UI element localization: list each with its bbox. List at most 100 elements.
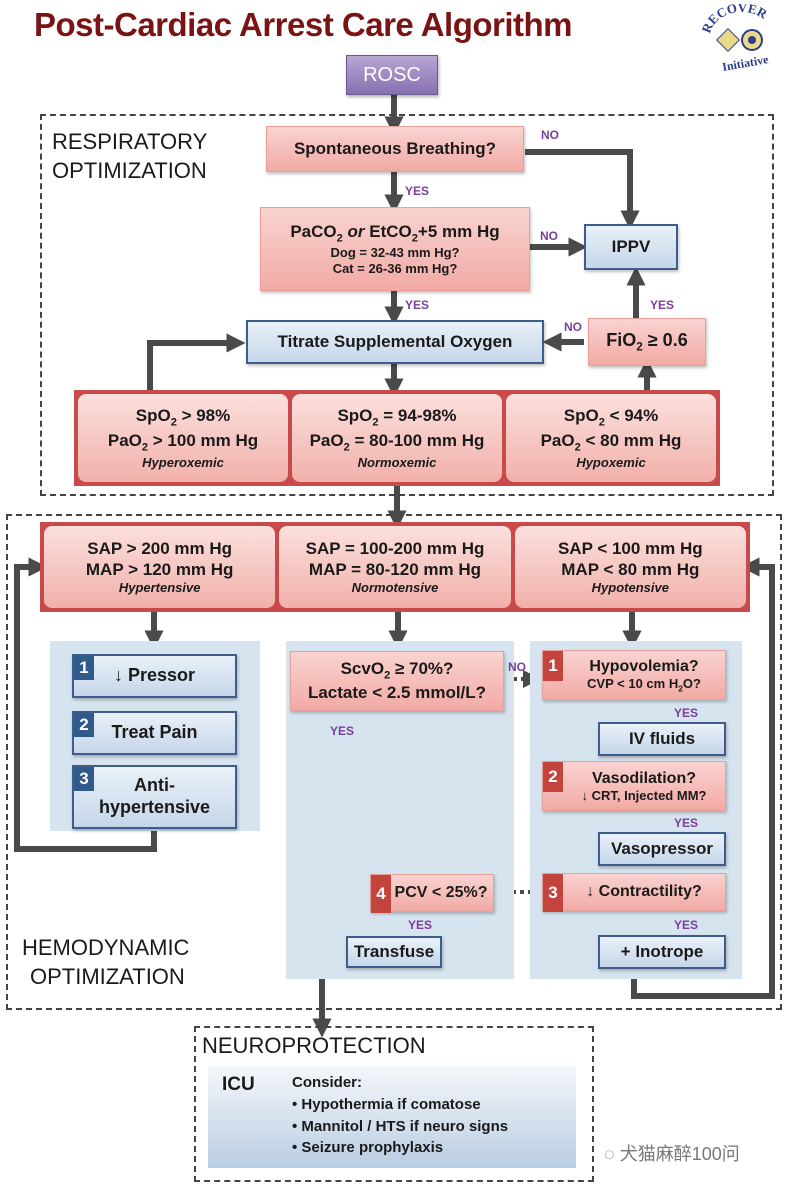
iv-fluids-node: IV fluids: [598, 722, 726, 756]
state-label: Normotensive: [351, 580, 439, 596]
paco2-cat: Cat = 26-36 mm Hg?: [332, 260, 458, 276]
step-number: 3: [543, 874, 563, 912]
label-yes: YES: [405, 298, 430, 312]
hypovolemia-node: 1 Hypovolemia? CVP < 10 cm H2O?: [542, 650, 726, 700]
transfuse-text: Transfuse: [353, 941, 435, 961]
neuroprotection-section: [194, 1026, 594, 1182]
bp-line2: MAP < 80 mm Hg: [561, 559, 700, 579]
arrow-spontaneous-no: [525, 149, 640, 230]
consider-item-text: Mannitol / HTS if neuro signs: [301, 1117, 509, 1135]
consider-item-text: Hypothermia if comatose: [301, 1095, 481, 1113]
bp-line1: SAP > 200 mm Hg: [87, 538, 233, 558]
scvo2-node: ScvO2 ≥ 70%? Lactate < 2.5 mmol/L?: [290, 651, 504, 711]
scvo2-line1: ScvO2 ≥ 70%?: [340, 658, 454, 682]
logo-top-text: RECOVER: [698, 0, 770, 35]
paco2-dog: Dog = 32-43 mm Hg?: [330, 245, 460, 261]
consider-heading: Consider:: [292, 1074, 363, 1091]
arrow-inotrope-loop: [631, 557, 775, 999]
transfuse-node: Transfuse: [346, 936, 442, 968]
label-no: NO: [508, 660, 526, 674]
recover-logo-icon: RECOVER Initiative: [698, 0, 780, 74]
step-number: 3: [74, 767, 94, 791]
consider-item: • Hypothermia if comatose: [292, 1095, 481, 1113]
rosc-node: ROSC: [346, 55, 438, 95]
state-label: Hypertensive: [118, 580, 201, 596]
inotrope-node: + Inotrope: [598, 935, 726, 969]
page-title: Post-Cardiac Arrest Care Algorithm: [34, 6, 573, 43]
step-number: 1: [543, 651, 563, 681]
bp-state-normotensive: SAP = 100-200 mm Hg MAP = 80-120 mm Hg N…: [279, 526, 511, 608]
bp-line2: MAP = 80-120 mm Hg: [308, 559, 482, 579]
vasodilation-node: 2 Vasodilation? ↓ CRT, Injected MM?: [542, 761, 726, 811]
hemodynamic-section-label: HEMODYNAMIC OPTIMIZATION: [22, 934, 189, 991]
bp-state-band: SAP > 200 mm Hg MAP > 120 mm Hg Hyperten…: [40, 522, 750, 612]
arrow-hyperoxemic-loop: [147, 333, 246, 392]
oxygen-state-band: SpO2 > 98% PaO2 > 100 mm Hg Hyperoxemic …: [74, 390, 720, 486]
state-label: Normoxemic: [357, 455, 437, 471]
consider-item: • Mannitol / HTS if neuro signs: [292, 1117, 509, 1135]
label-no: NO: [541, 128, 559, 142]
paco2-node: PaCO2 or EtCO2+5 mm Hg Dog = 32-43 mm Hg…: [260, 207, 530, 291]
bp-line1: SAP = 100-200 mm Hg: [305, 538, 485, 558]
titrate-oxygen-text: Titrate Supplemental Oxygen: [277, 331, 513, 351]
step-text: Anti-hypertensive: [98, 775, 211, 817]
step-number: 4: [371, 875, 391, 913]
label-yes: YES: [674, 918, 699, 932]
label-yes: YES: [405, 184, 430, 198]
vasodilation-line2: ↓ CRT, Injected MM?: [581, 787, 707, 803]
step-number: 1: [74, 656, 94, 680]
icu-label: ICU: [222, 1074, 255, 1095]
state-label: Hypoxemic: [576, 455, 646, 471]
hypovolemia-line2: CVP < 10 cm H2O?: [587, 675, 701, 694]
consider-item: • Seizure prophylaxis: [292, 1139, 444, 1157]
label-no: NO: [564, 320, 582, 334]
bp-state-hypotensive: SAP < 100 mm Hg MAP < 80 mm Hg Hypotensi…: [514, 526, 746, 608]
respiratory-label-line2: OPTIMIZATION: [52, 157, 207, 183]
pcv-text: PCV < 25%?: [394, 884, 488, 902]
vasopressor-node: Vasopressor: [598, 832, 726, 866]
oxygen-state-normoxemic: SpO2 = 94-98% PaO2 = 80-100 mm Hg Normox…: [292, 394, 502, 482]
oxygen-state-hyperoxemic: SpO2 > 98% PaO2 > 100 mm Hg Hyperoxemic: [78, 394, 288, 482]
hypertensive-step-3: 3 Anti-hypertensive: [72, 765, 237, 829]
vasodilation-line1: Vasodilation?: [591, 769, 696, 787]
step-number: 2: [543, 762, 563, 792]
hemodynamic-label-line2: OPTIMIZATION: [30, 963, 185, 989]
consider-list: Consider: • Hypothermia if comatose • Ma…: [292, 1072, 508, 1159]
hypertensive-step-1: 1 ↓ Pressor: [72, 654, 237, 698]
bp-line2: MAP > 120 mm Hg: [85, 559, 234, 579]
scvo2-line2: Lactate < 2.5 mmol/L?: [307, 682, 487, 702]
iv-fluids-text: IV fluids: [628, 728, 696, 748]
rosc-label: ROSC: [363, 64, 421, 86]
ippv-node: IPPV: [584, 224, 678, 270]
hemodynamic-section: [6, 514, 782, 1010]
paco2-line1: PaCO2 or EtCO2+5 mm Hg: [290, 221, 500, 244]
step-number: 2: [74, 713, 94, 737]
respiratory-section: [40, 114, 774, 496]
label-yes: YES: [330, 724, 355, 738]
svg-text:RECOVER: RECOVER: [700, 4, 770, 35]
watermark-text: 犬猫麻醉100问: [619, 1144, 740, 1164]
hypertensive-step-2: 2 Treat Pain: [72, 711, 237, 755]
step-text: ↓ Pressor: [113, 665, 196, 686]
label-no: NO: [540, 229, 558, 243]
label-yes: YES: [674, 706, 699, 720]
icu-panel: ICU Consider: • Hypothermia if comatose …: [208, 1066, 576, 1168]
spontaneous-breathing-text: Spontaneous Breathing?: [293, 138, 497, 158]
arrow-hypertensive-loop: [14, 557, 157, 852]
titrate-oxygen-node: Titrate Supplemental Oxygen: [246, 320, 544, 364]
bp-line1: SAP < 100 mm Hg: [557, 538, 703, 558]
consider-item-text: Seizure prophylaxis: [301, 1139, 444, 1157]
label-yes: YES: [650, 298, 675, 312]
hemodynamic-label-line1: HEMODYNAMIC: [22, 935, 190, 960]
state-label: Hypotensive: [591, 580, 669, 596]
fio2-node: FiO2 ≥ 0.6: [588, 318, 706, 366]
label-yes: YES: [408, 918, 433, 932]
hypovolemia-line1: Hypovolemia?: [589, 657, 699, 675]
spontaneous-breathing-node: Spontaneous Breathing?: [266, 126, 524, 172]
state-label: Hyperoxemic: [142, 455, 224, 471]
bp-state-hypertensive: SAP > 200 mm Hg MAP > 120 mm Hg Hyperten…: [44, 526, 276, 608]
fio2-text: FiO2 ≥ 0.6: [606, 329, 688, 354]
logo-bottom-text: Initiative: [721, 52, 770, 74]
contractility-node: 3 ↓ Contractility?: [542, 873, 726, 912]
inotrope-text: + Inotrope: [620, 941, 704, 961]
